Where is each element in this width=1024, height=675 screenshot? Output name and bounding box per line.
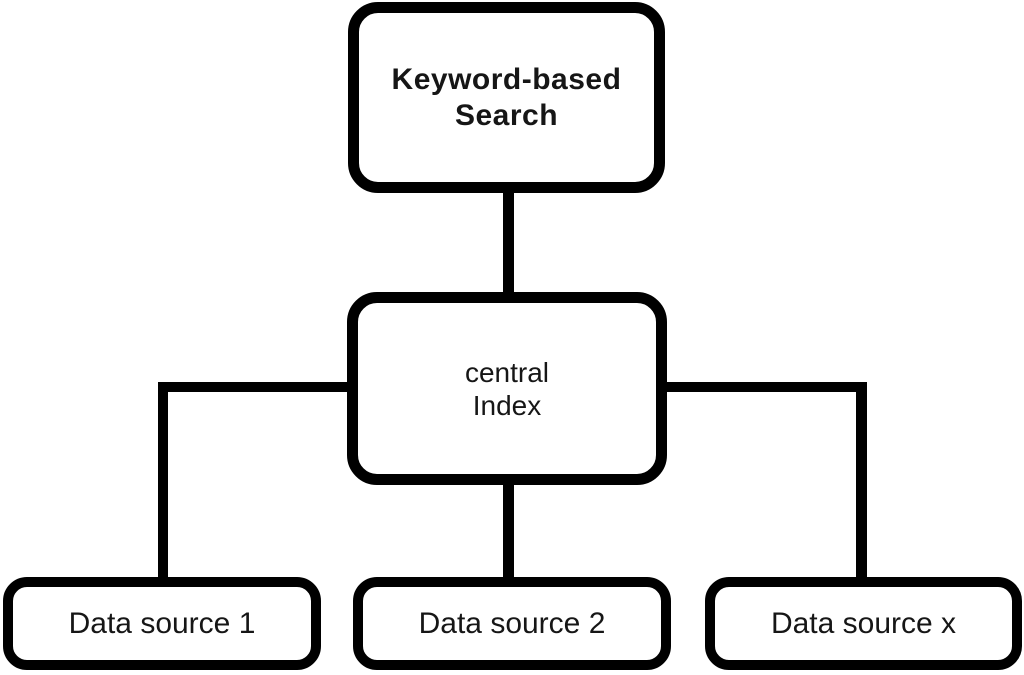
node-data-source-1: Data source 1	[3, 577, 321, 670]
node-data-source-x: Data source x	[705, 577, 1022, 670]
node-label-line: Index	[472, 389, 542, 421]
connector-search-to-index	[503, 190, 514, 295]
connector-index-to-source-1	[158, 382, 168, 580]
connector-index-right-branch	[660, 382, 867, 392]
connector-index-left-branch	[158, 382, 358, 392]
connector-index-to-source-x	[856, 382, 867, 580]
node-label: Data source 2	[418, 606, 606, 640]
node-label-line: Search	[454, 98, 559, 132]
node-central-index: central Index	[347, 292, 667, 485]
node-label: Data source 1	[68, 606, 256, 640]
node-label: Data source x	[770, 606, 957, 640]
node-data-source-2: Data source 2	[353, 577, 671, 670]
node-keyword-based-search: Keyword-based Search	[348, 2, 665, 193]
node-label-line: Keyword-based	[391, 62, 622, 96]
node-label-line: central	[464, 356, 550, 388]
connector-index-to-source-2	[503, 482, 514, 580]
